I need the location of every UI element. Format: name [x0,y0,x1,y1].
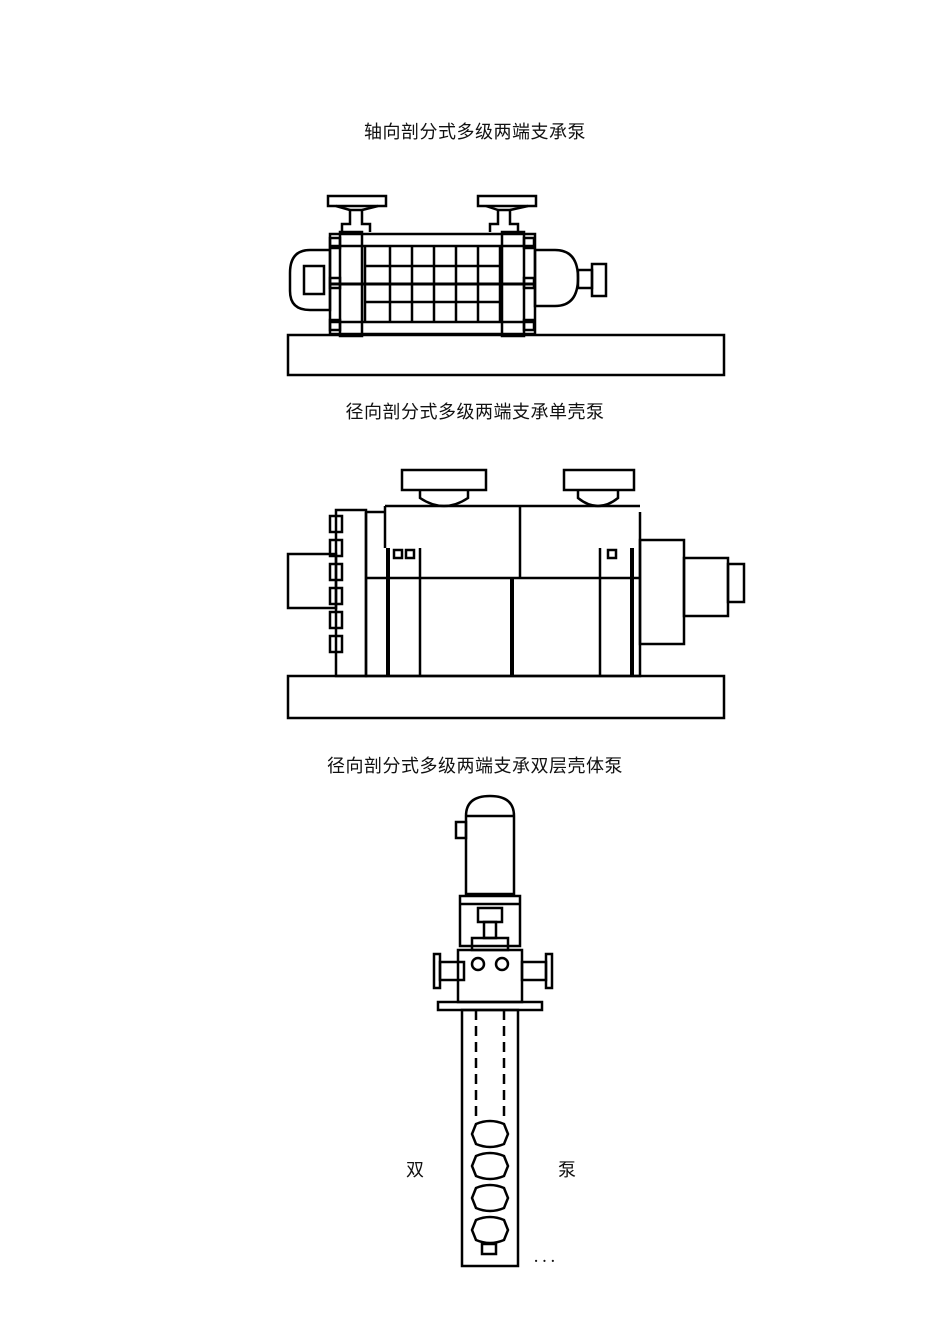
caption-axial-split-pump: 轴向剖分式多级两端支承泵 [364,122,586,143]
pump1-discharge-nozzle [490,210,518,232]
vertical-double-casing-pump-drawing [428,792,558,1272]
caption-radial-double-casing-pump: 径向剖分式多级两端支承双层壳体泵 [327,756,623,777]
radial-single-casing-pump-drawing [280,466,750,722]
axial-split-pump-drawing [280,188,730,380]
pump3-motor [466,796,514,894]
pump3-outer-barrel [462,1010,518,1266]
footer-mark: · · · [534,1254,555,1268]
pump1-right-bearing [535,250,578,306]
side-label-right: 泵 [558,1160,576,1181]
pump1-suction-nozzle [342,210,370,232]
pump2-shaft-end [728,564,744,602]
pump1-left-bearing [290,250,330,310]
caption-radial-single-casing-pump: 径向剖分式多级两端支承单壳泵 [345,402,605,423]
pump1-base [288,335,724,375]
pump2-base [288,676,724,718]
pump1-shaft-end [592,264,606,296]
pump2-suction-flange [402,470,486,490]
pump2-discharge-flange [564,470,634,490]
pump3-coupling-frame [460,896,520,946]
side-label-left: 双 [406,1160,424,1181]
pump3-pump-head [458,950,522,1002]
pump2-right-end [640,540,684,644]
